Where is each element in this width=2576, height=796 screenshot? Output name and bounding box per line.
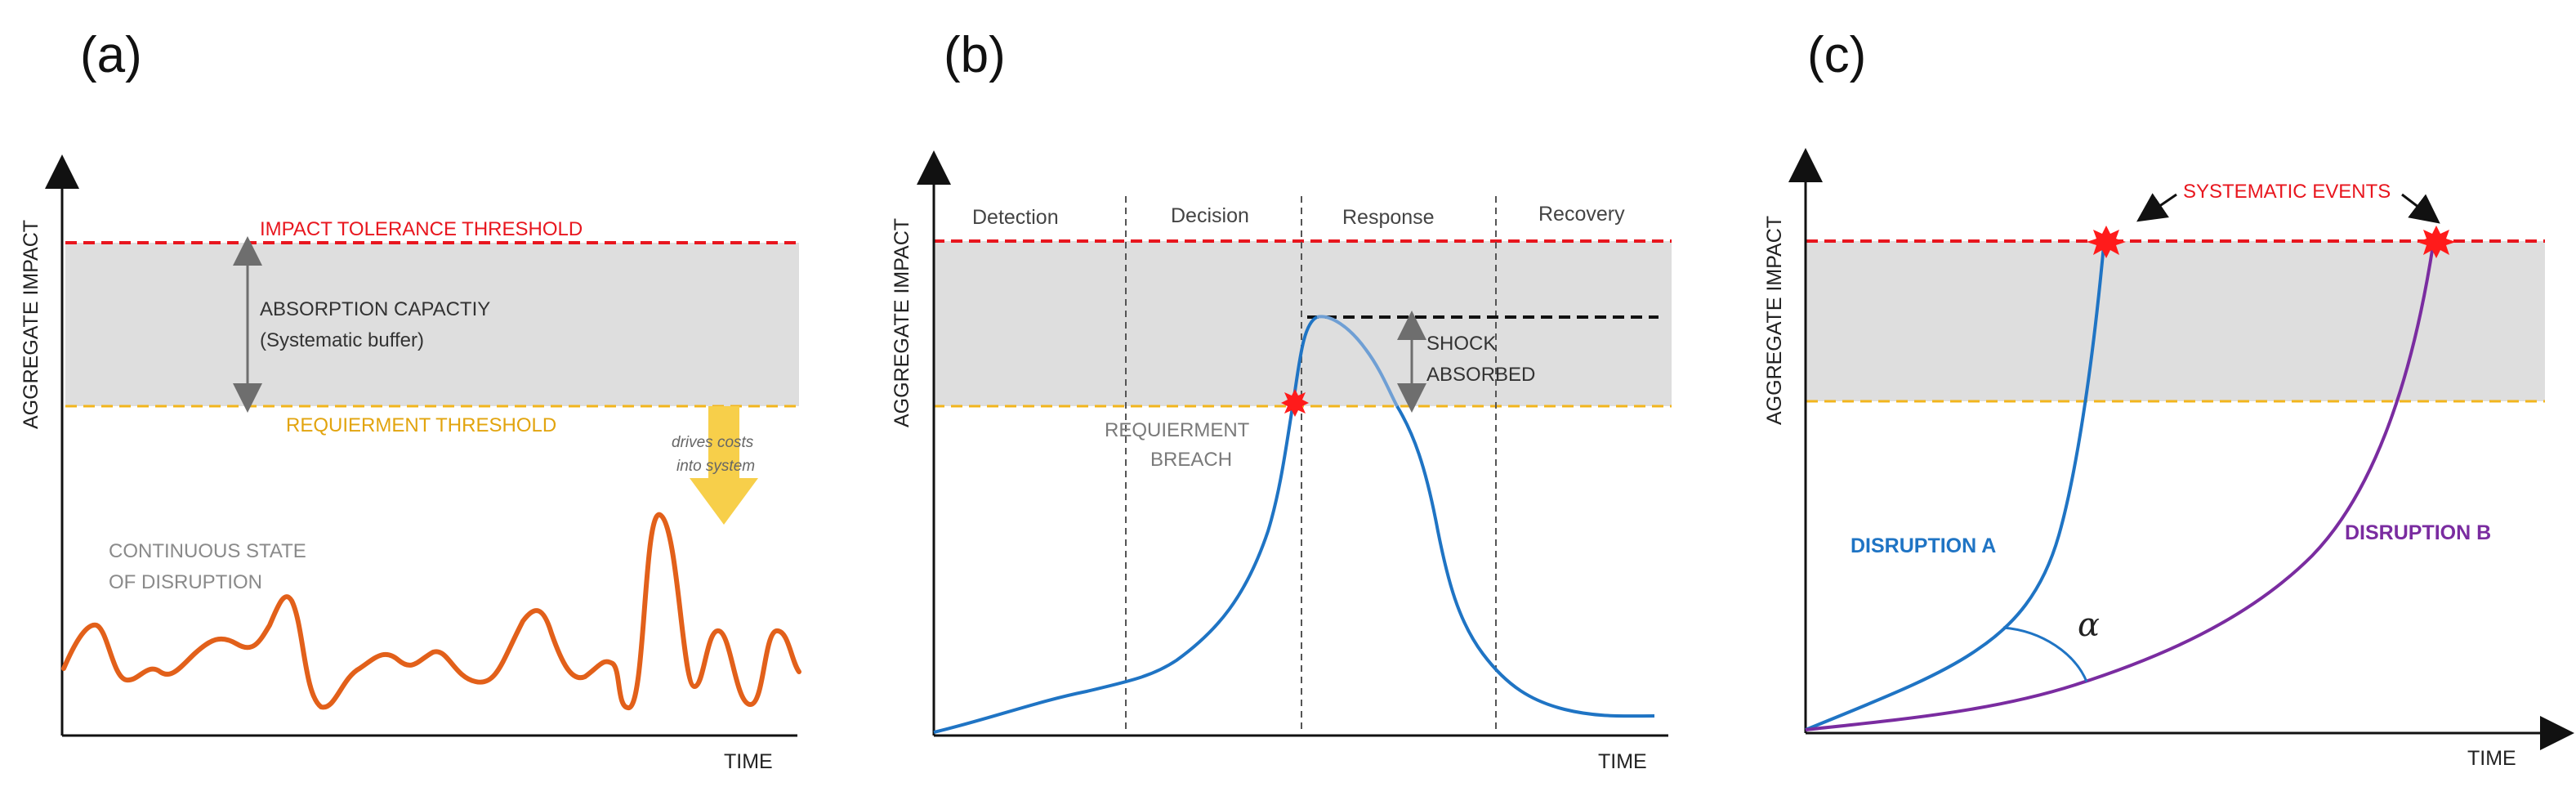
systematic-event-burst-a <box>2087 226 2126 258</box>
y-axis-label-b: AGGREGATE IMPACT <box>891 218 913 427</box>
phase-response: Response <box>1342 206 1435 229</box>
drives-costs-note-2: into system <box>676 458 755 475</box>
disruption-a-label: DISRUPTION A <box>1851 534 1996 557</box>
panel-b: (b) Detection Decision Response Recovery… <box>891 27 1672 773</box>
events-arrow-b <box>2401 193 2440 224</box>
impact-curve-absorbed <box>1316 315 1399 407</box>
panel-c-letter: (c) <box>1807 27 1866 83</box>
drives-costs-note: drives costs <box>672 434 754 451</box>
disruption-b-curve <box>1805 244 2435 731</box>
absorption-sublabel: (Systematic buffer) <box>260 329 424 351</box>
absorption-label: ABSORPTION CAPACTIY <box>260 298 490 320</box>
breach-label: REQUIERMENT <box>1105 419 1250 441</box>
disruption-b-label: DISRUPTION B <box>2345 521 2491 544</box>
shock-absorbed-label: SHOCK <box>1426 333 1496 355</box>
x-axis-label-b: TIME <box>1598 750 1647 773</box>
panel-a-letter: (a) <box>80 27 142 83</box>
phase-recovery: Recovery <box>1538 203 1625 226</box>
disruption-a-curve <box>1805 244 2105 731</box>
y-axis-label: AGGREGATE IMPACT <box>20 220 42 429</box>
phase-decision: Decision <box>1171 204 1249 227</box>
systematic-event-burst-b <box>2417 226 2456 258</box>
systematic-events-label: SYSTEMATIC EVENTS <box>2183 181 2391 203</box>
impact-threshold-label: IMPACT TOLERANCE THRESHOLD <box>260 218 583 240</box>
continuous-state-label: CONTINUOUS STATE <box>109 540 306 562</box>
shock-absorbed-label-2: ABSORBED <box>1426 364 1535 386</box>
x-axis-label-c: TIME <box>2467 747 2516 770</box>
angle-arc <box>2002 626 2088 682</box>
panel-c: (c) AGGREGATE IMPACT TIME SYSTEMATIC EVE… <box>1763 27 2574 770</box>
panel-a: (a) AGGREGATE IMPACT TIME IMPACT TOLERAN… <box>20 27 801 773</box>
absorption-band <box>65 243 799 406</box>
cost-arrow <box>690 406 758 525</box>
panel-b-letter: (b) <box>944 27 1006 83</box>
disruption-wave <box>61 512 801 710</box>
breach-label-2: BREACH <box>1150 449 1232 471</box>
angle-symbol: α <box>2078 606 2100 644</box>
phase-detection: Detection <box>972 206 1059 229</box>
events-arrow-a <box>2136 193 2177 222</box>
x-axis-label: TIME <box>724 750 773 773</box>
y-axis-label-c: AGGREGATE IMPACT <box>1763 216 1786 425</box>
requirement-threshold-label: REQUIERMENT THRESHOLD <box>286 414 556 436</box>
impact-curve-recovery <box>1395 405 1655 718</box>
continuous-state-label-2: OF DISRUPTION <box>109 571 262 593</box>
breach-burst <box>1281 389 1309 417</box>
absorption-band-c <box>1806 241 2545 401</box>
